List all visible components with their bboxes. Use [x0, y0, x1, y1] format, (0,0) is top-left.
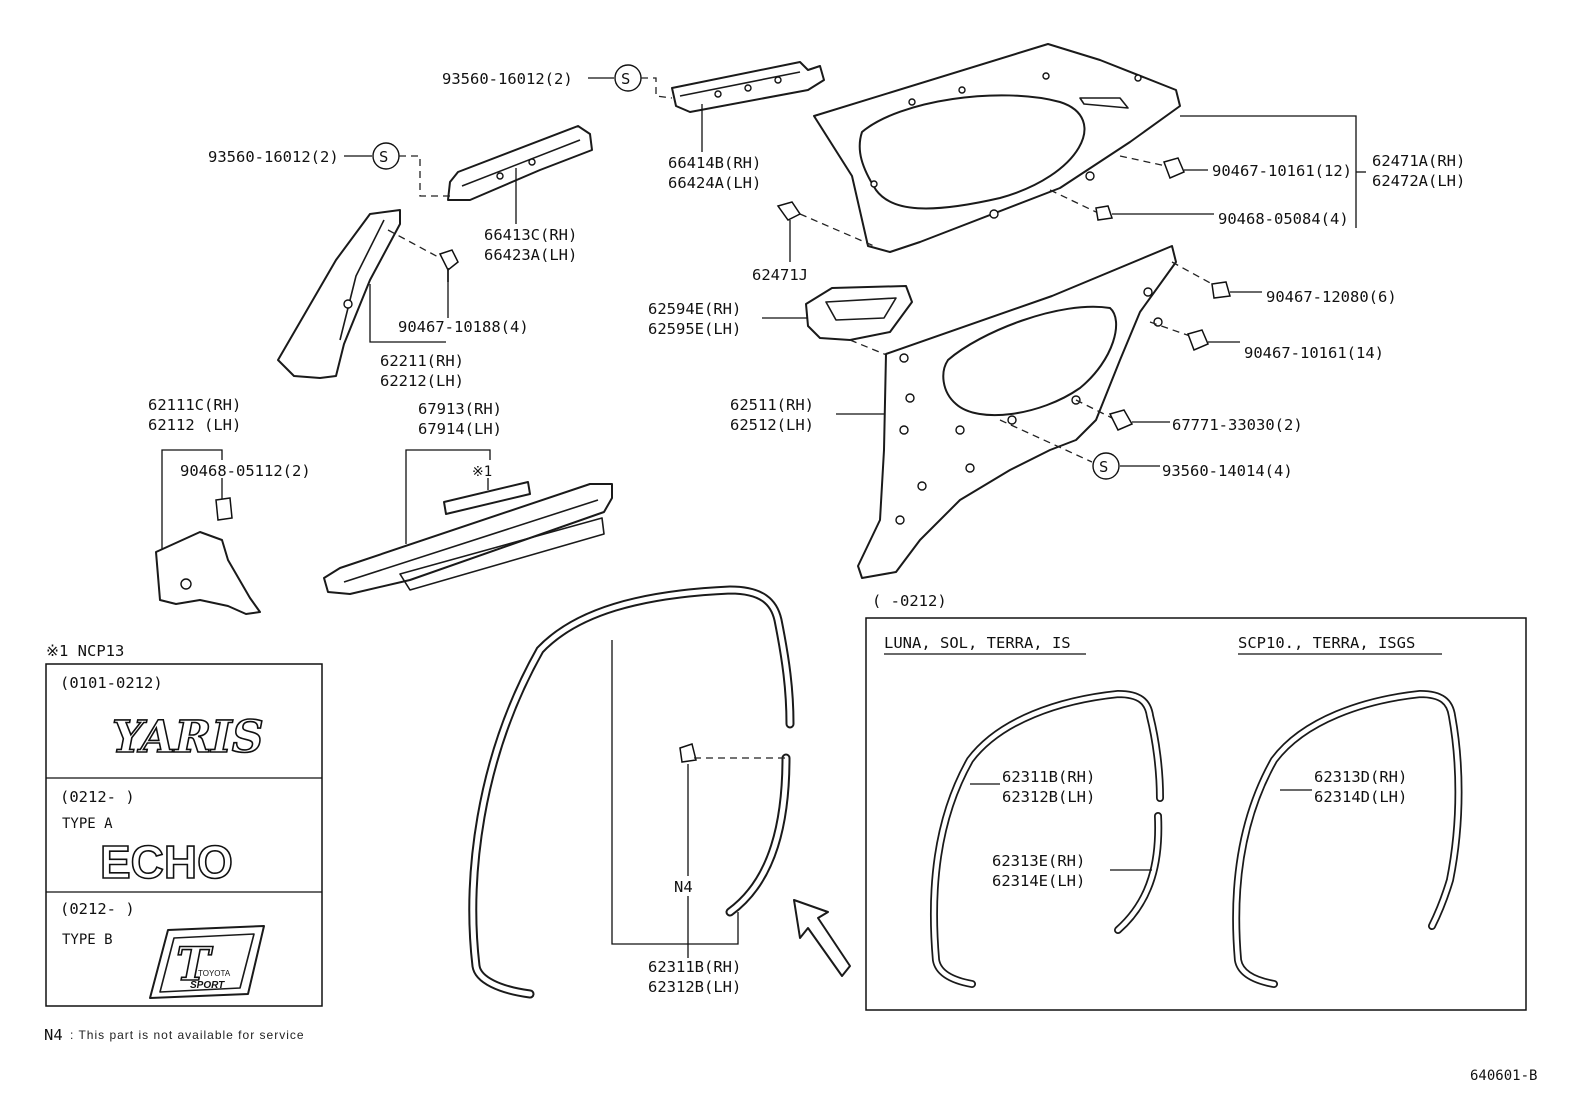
- label-62211: 62211(RH): [380, 352, 464, 370]
- quarter-lower-trim-part[interactable]: [857, 245, 1177, 579]
- scuff-emblem-strip: [443, 481, 531, 515]
- inset-weatherstrip-c-part[interactable]: [1232, 689, 1463, 988]
- label-93560-16012-a: 93560-16012(2): [442, 70, 573, 88]
- label-62594e: 62594E(RH): [648, 300, 741, 318]
- inset-box: [865, 617, 1527, 1011]
- label-62311b-inset: 62311B(RH): [1002, 768, 1095, 786]
- label-90467-10161-14: 90467-10161(14): [1244, 344, 1384, 362]
- emblem-row-3-type: TYPE B: [62, 932, 113, 948]
- door-weatherstrip-part[interactable]: [468, 585, 795, 999]
- svg-text:TOYOTA: TOYOTA: [198, 969, 231, 978]
- label-93560-16012-b: 93560-16012(2): [208, 148, 339, 166]
- label-67913: 67913(RH): [418, 400, 502, 418]
- clip-90467-10188-icon: [438, 249, 459, 282]
- rail-upper-part[interactable]: [671, 61, 825, 113]
- emblem-table: [45, 663, 323, 1007]
- pointer-arrow-icon: [793, 899, 851, 977]
- emblem-table-heading: ※1 NCP13: [46, 642, 124, 660]
- inset-right-title: SCP10., TERRA, ISGS: [1238, 634, 1415, 652]
- label-66413c: 66413C(RH): [484, 226, 577, 244]
- rail-lower-part[interactable]: [447, 125, 593, 201]
- label-62471a: 62471A(RH): [1372, 152, 1465, 170]
- label-n4: N4: [674, 878, 693, 896]
- label-62314d: 62314D(LH): [1314, 788, 1407, 806]
- inset-weatherstrip-b-part[interactable]: [1114, 812, 1163, 934]
- clip-90467-12080-icon: [1211, 281, 1231, 299]
- emblem-row-3-range: (0212- ): [60, 900, 135, 918]
- svg-text:S: S: [621, 70, 630, 88]
- label-66423a: 66423A(LH): [484, 246, 577, 264]
- inset-left-title: LUNA, SOL, TERRA, IS: [884, 634, 1071, 652]
- svg-text:T: T: [176, 937, 214, 991]
- label-62111c: 62111C(RH): [148, 396, 241, 414]
- label-62112: 62112 (LH): [148, 416, 241, 434]
- label-90468-05112: 90468-05112(2): [180, 462, 311, 480]
- clip-67771-33030-icon: [1108, 409, 1134, 431]
- label-90467-10188: 90467-10188(4): [398, 318, 529, 336]
- label-62312b-main: 62312B(LH): [648, 978, 741, 996]
- inset-range: ( -0212): [872, 592, 947, 610]
- emblem-row-2-type: TYPE A: [62, 816, 113, 832]
- clip-90468-05084-icon: [1095, 205, 1113, 221]
- label-66424a: 66424A(LH): [668, 174, 761, 192]
- svg-text:S: S: [379, 148, 388, 166]
- weatherstrip-clip-icon: [679, 743, 697, 763]
- clip-90468-05112-icon: [215, 497, 233, 521]
- label-62314e: 62314E(LH): [992, 872, 1085, 890]
- label-62311b-main: 62311B(RH): [648, 958, 741, 976]
- emblem-row-1-range: (0101-0212): [60, 674, 163, 692]
- footer-note-text: : This part is not available for service: [70, 1028, 305, 1042]
- label-93560-14014: 93560-14014(4): [1162, 462, 1293, 480]
- label-62212: 62212(LH): [380, 372, 464, 390]
- label-62512: 62512(LH): [730, 416, 814, 434]
- s-mark-lower: S: [1092, 452, 1120, 480]
- label-62313d: 62313D(RH): [1314, 768, 1407, 786]
- clip-62471j-icon: [776, 201, 802, 221]
- svg-text:S: S: [1099, 458, 1108, 476]
- s-mark-mid: S: [372, 142, 400, 170]
- footer-note-mark: N4: [44, 1026, 63, 1044]
- emblem-t-sport: T TOYOTA SPORT: [149, 925, 265, 999]
- diagram-id: 640601-B: [1470, 1068, 1537, 1084]
- cowl-side-trim-part[interactable]: [155, 531, 261, 615]
- emblem-row-2-range: (0212- ): [60, 788, 135, 806]
- label-62312b-inset: 62312B(LH): [1002, 788, 1095, 806]
- label-90467-12080: 90467-12080(6): [1266, 288, 1397, 306]
- label-62471j: 62471J: [752, 266, 808, 284]
- quarter-upper-trim-part[interactable]: [813, 43, 1181, 253]
- clip-90467-10161-14-icon: [1187, 329, 1209, 351]
- label-67914: 67914(LH): [418, 420, 502, 438]
- emblem-echo: ECHO: [100, 836, 233, 888]
- scuff-plate-part[interactable]: [323, 483, 613, 595]
- assist-handle-part[interactable]: [805, 285, 913, 341]
- label-90467-10161-12: 90467-10161(12): [1212, 162, 1352, 180]
- label-62472a: 62472A(LH): [1372, 172, 1465, 190]
- label-62511: 62511(RH): [730, 396, 814, 414]
- label-67771-33030: 67771-33030(2): [1172, 416, 1303, 434]
- pillar-trim-part[interactable]: [277, 209, 401, 379]
- svg-text:SPORT: SPORT: [190, 980, 225, 991]
- clip-90467-10161-12-icon: [1163, 157, 1185, 179]
- inset-weatherstrip-a-part[interactable]: [929, 689, 1164, 988]
- s-mark-top: S: [614, 64, 642, 92]
- label-66414b: 66414B(RH): [668, 154, 761, 172]
- label-62595e: 62595E(LH): [648, 320, 741, 338]
- label-62313e: 62313E(RH): [992, 852, 1085, 870]
- emblem-yaris: YARIS: [112, 712, 264, 763]
- label-90468-05084: 90468-05084(4): [1218, 210, 1349, 228]
- label-scuff-ref: ※1: [472, 464, 492, 480]
